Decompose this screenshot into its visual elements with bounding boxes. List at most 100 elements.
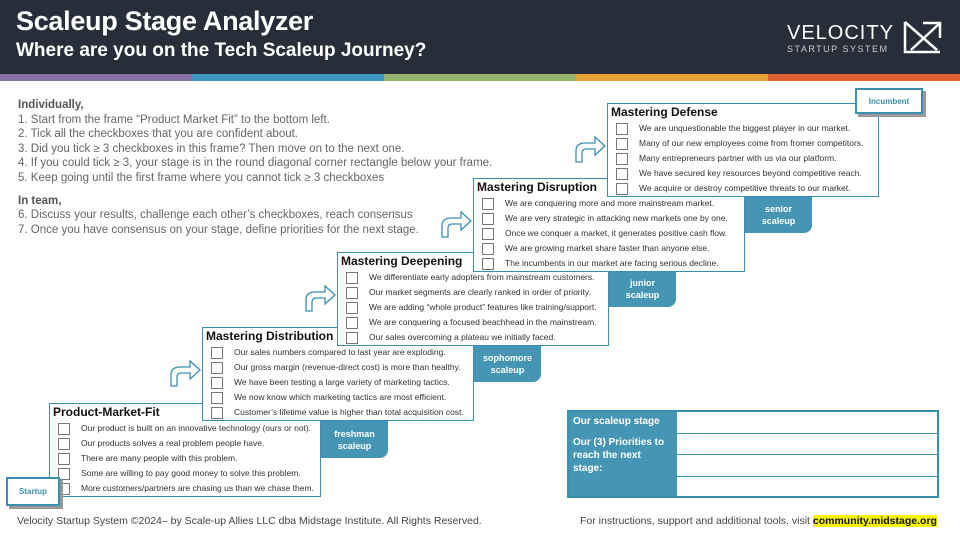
- checkbox[interactable]: [346, 317, 358, 329]
- curved-arrow-icon: [441, 210, 472, 238]
- curved-arrow-icon: [305, 284, 336, 312]
- frame-title: Mastering Defense: [611, 105, 718, 119]
- checklist-item-text: Some are willing to pay good money to so…: [81, 468, 301, 478]
- checklist-item-text: We now know which marketing tactics are …: [234, 392, 447, 402]
- checklist-item-text: The incumbents in our market are facing …: [505, 258, 719, 268]
- instruction-step: 6. Discuss your results, challenge each …: [18, 209, 413, 222]
- startup-box: Startup: [6, 477, 60, 506]
- color-stripe: [192, 74, 384, 81]
- checkbox[interactable]: [211, 407, 223, 419]
- checkbox[interactable]: [58, 453, 70, 465]
- team-steps: 6. Discuss your results, challenge each …: [18, 208, 492, 237]
- checklist-item-text: Our product is built on an innovative te…: [81, 423, 312, 433]
- team-heading: In team,: [18, 194, 62, 207]
- stage-badge-text: freshman scaleup: [334, 428, 375, 451]
- instruction-step: 2. Tick all the checkboxes that you are …: [18, 128, 299, 141]
- checklist-item-text: Once we conquer a market, it generates p…: [505, 228, 728, 238]
- stage-badge-text: senior scaleup: [761, 203, 796, 226]
- instruction-step: 3. Did you tick ≥ 3 checkboxes in this f…: [18, 142, 405, 155]
- checklist-item-text: We acquire or destroy competitive threat…: [639, 183, 851, 193]
- checklist-item-text: We differentiate early adopters from mai…: [369, 272, 595, 282]
- instruction-step: 7. Once you have consensus on your stage…: [18, 223, 419, 236]
- checklist-item-text: We have secured key resources beyond com…: [639, 168, 862, 178]
- checklist-item-text: We are adding “whole product” features l…: [369, 302, 597, 312]
- page-title: Scaleup Stage Analyzer: [16, 6, 314, 36]
- checkbox[interactable]: [616, 153, 628, 165]
- color-stripe: [384, 74, 576, 81]
- stage-badge-text: junior scaleup: [625, 277, 660, 300]
- instruction-step: 1. Start from the frame “Product Market …: [18, 113, 330, 126]
- page-subtitle: Where are you on the Tech Scaleup Journe…: [16, 40, 427, 61]
- checklist-item-text: Customer’s lifetime value is higher than…: [234, 407, 464, 417]
- checkbox[interactable]: [211, 347, 223, 359]
- checklist-item-text: We have been testing a large variety of …: [234, 377, 450, 387]
- priorities-label: Our (3) Priorities to reach the next sta…: [573, 437, 665, 474]
- checkbox[interactable]: [346, 302, 358, 314]
- checklist-item-text: We are very strategic in attacking new m…: [505, 213, 728, 223]
- checkbox[interactable]: [482, 258, 494, 270]
- incumbent-box: Incumbent: [855, 88, 923, 114]
- checkbox[interactable]: [616, 183, 628, 195]
- checklist-item-text: We are conquering a focused beachhead in…: [369, 317, 597, 327]
- frame-title: Product-Market-Fit: [53, 405, 160, 419]
- logo-subtext: STARTUP SYSTEM: [787, 44, 889, 54]
- stage-badge: junior scaleup: [609, 270, 676, 307]
- individually-heading: Individually,: [18, 99, 84, 111]
- checklist-item-text: Our sales overcoming a plateau we initia…: [369, 332, 556, 342]
- support-text: For instructions, support and additional…: [580, 515, 813, 527]
- checklist-item-text: We are growing market share faster than …: [505, 243, 710, 253]
- checkbox[interactable]: [482, 243, 494, 255]
- checkbox[interactable]: [346, 272, 358, 284]
- checkbox[interactable]: [616, 123, 628, 135]
- checklist-item-text: We are unquestionable the biggest player…: [639, 123, 851, 133]
- checklist-item-text: Our market segments are clearly ranked i…: [369, 287, 591, 297]
- checklist-item-text: Many entrepreneurs partner with us via o…: [639, 153, 837, 163]
- checklist-item-text: Many of our new employees come from from…: [639, 138, 864, 148]
- curved-arrow-icon: [575, 135, 606, 163]
- checklist-item-text: Our gross margin (revenue-direct cost) i…: [234, 362, 461, 372]
- checkbox[interactable]: [616, 168, 628, 180]
- community-link[interactable]: community.midstage.org: [812, 515, 937, 527]
- checkbox[interactable]: [616, 138, 628, 150]
- stage-badge: freshman scaleup: [321, 421, 388, 458]
- color-stripe: [0, 74, 192, 81]
- checklist-item-text: Our sales numbers compared to last year …: [234, 347, 446, 357]
- checkbox[interactable]: [346, 287, 358, 299]
- instruction-step: 4. If you could tick ≥ 3, your stage is …: [18, 157, 493, 170]
- summary-table: Our scaleup stage Our (3) Priorities to …: [567, 410, 939, 498]
- stage-input[interactable]: [677, 412, 937, 434]
- color-stripe: [576, 74, 768, 81]
- instructions: Individually, 1. Start from the frame “P…: [18, 98, 492, 237]
- checklist-item-text: There are many people with this problem.: [81, 453, 238, 463]
- checkbox[interactable]: [482, 228, 494, 240]
- priority-input-1[interactable]: [677, 434, 937, 455]
- checkbox[interactable]: [58, 438, 70, 450]
- copyright-text: Velocity Startup System ©2024– by Scale-…: [17, 515, 482, 527]
- color-stripe: [768, 74, 960, 81]
- checkbox[interactable]: [211, 362, 223, 374]
- velocity-arrow-logo-icon: [903, 21, 942, 54]
- checkbox[interactable]: [482, 198, 494, 210]
- checkbox[interactable]: [211, 392, 223, 404]
- checkbox[interactable]: [58, 468, 70, 480]
- priority-input-3[interactable]: [677, 477, 937, 496]
- stage-label: Our scaleup stage: [573, 416, 660, 427]
- stage-badge: sophomore scaleup: [474, 345, 541, 382]
- instruction-step: 5. Keep going until the first frame wher…: [18, 171, 385, 184]
- checkbox[interactable]: [58, 423, 70, 435]
- curved-arrow-icon: [170, 359, 201, 387]
- individual-steps: 1. Start from the frame “Product Market …: [18, 113, 492, 186]
- header: Scaleup Stage Analyzer Where are you on …: [0, 0, 960, 74]
- checkbox[interactable]: [482, 213, 494, 225]
- checkbox[interactable]: [211, 377, 223, 389]
- logo-text: VELOCITY: [787, 22, 894, 44]
- checklist-item-text: Our products solves a real problem peopl…: [81, 438, 265, 448]
- stage-frame: Mastering Defense We are unquestionable t…: [607, 103, 879, 197]
- checkbox[interactable]: [346, 332, 358, 344]
- frame-title: Mastering Distribution: [206, 329, 334, 343]
- stage-badge-text: sophomore scaleup: [482, 352, 532, 375]
- priority-input-2[interactable]: [677, 455, 937, 477]
- support-note: For instructions, support and additional…: [580, 515, 937, 527]
